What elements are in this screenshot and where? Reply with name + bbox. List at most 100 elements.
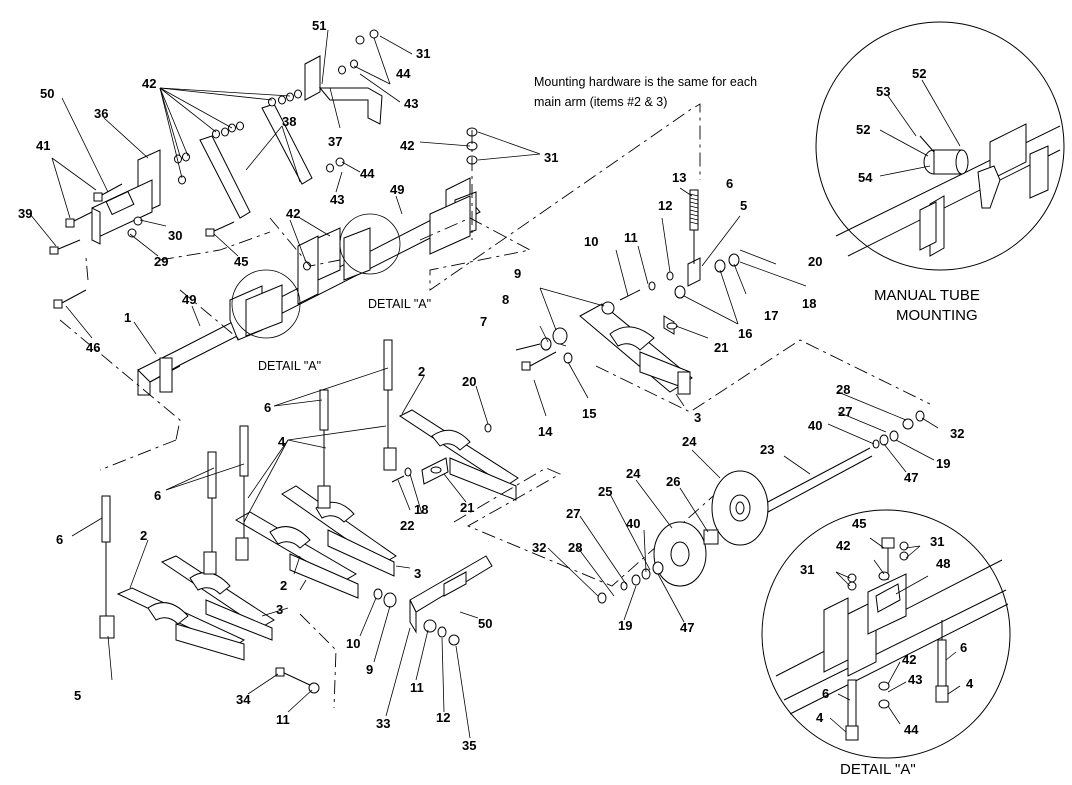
callout-label: 41 (36, 138, 50, 153)
callout-label: 36 (94, 106, 108, 121)
callout-label: 49 (390, 182, 404, 197)
callout-label: 31 (416, 46, 430, 61)
center-arm (515, 189, 931, 413)
manual-tube-title-1: MANUAL TUBE (874, 287, 980, 304)
inset-circle-bottom (761, 509, 1011, 759)
callout-label: 33 (376, 716, 390, 731)
detail-a-circle-upper (339, 213, 401, 275)
callout-label: 23 (760, 442, 774, 457)
callout-label: 28 (836, 382, 850, 397)
callout-label: 6 (960, 640, 967, 655)
note-line-2: main arm (items #2 & 3) (534, 95, 667, 109)
detail-a-label-upper: DETAIL "A" (368, 297, 431, 311)
callout-label: 11 (410, 680, 424, 695)
callout-label: 43 (908, 672, 922, 687)
callout-label: 6 (56, 532, 63, 547)
callout-label: 21 (460, 500, 474, 515)
detail-a-caption: DETAIL "A" (840, 761, 916, 778)
callout-label: 42 (286, 206, 300, 221)
callout-label: 27 (566, 506, 580, 521)
callout-label: 44 (904, 722, 919, 737)
callout-label: 47 (904, 470, 918, 485)
callout-label: 54 (858, 170, 873, 185)
callout-label: 12 (436, 710, 450, 725)
leaders-upper (29, 29, 541, 355)
inset-circle-top (815, 21, 1065, 271)
spacer-26 (703, 529, 719, 545)
callout-label: 52 (856, 122, 870, 137)
callout-label: 27 (838, 404, 852, 419)
callout-label: 42 (902, 652, 916, 667)
leaders-inset-bottom (829, 537, 961, 733)
bracket-5 (687, 257, 701, 287)
callout-label: 53 (876, 84, 890, 99)
callout-label: 16 (738, 326, 752, 341)
callout-label: 9 (366, 662, 373, 677)
callout-label: 50 (478, 616, 492, 631)
callout-label: 9 (514, 266, 521, 281)
upper-frame (49, 29, 701, 441)
callout-numbers: 51 31 44 43 42 50 36 41 38 37 42 31 44 4… (18, 18, 974, 753)
callout-label: 17 (764, 308, 778, 323)
callout-label: 6 (264, 400, 271, 415)
callout-label: 11 (624, 230, 638, 245)
callout-label: 49 (182, 292, 196, 307)
callout-label: 4 (278, 434, 286, 449)
wheel-assembly (597, 410, 925, 604)
tube-end-plate (159, 357, 173, 393)
plate-50-upper (105, 190, 135, 216)
callout-label: 7 (480, 314, 487, 329)
callout-label: 31 (930, 534, 944, 549)
callout-label: 3 (414, 566, 421, 581)
link-arm-left (199, 135, 251, 219)
leaders-inset-top (879, 79, 961, 177)
manual-tube-inset (815, 21, 1065, 271)
callout-label: 12 (658, 198, 672, 213)
callout-label: 15 (582, 406, 596, 421)
leaders-wheel (547, 391, 939, 623)
callout-label: 31 (800, 562, 814, 577)
callout-label: 3 (276, 602, 283, 617)
callout-label: 34 (236, 692, 251, 707)
callout-label: 43 (330, 192, 344, 207)
callout-label: 5 (74, 688, 81, 703)
callout-label: 5 (740, 198, 747, 213)
callout-label: 19 (618, 618, 632, 633)
callout-label: 25 (598, 484, 612, 499)
callout-label: 46 (86, 340, 100, 355)
callout-label: 43 (404, 96, 418, 111)
leaders-lower-left (71, 367, 489, 739)
leaders-center (533, 187, 807, 417)
detail-a-circle-lower (231, 269, 301, 339)
callout-label: 13 (672, 170, 686, 185)
callout-label: 14 (538, 424, 553, 439)
callout-label: 45 (234, 254, 248, 269)
callout-label: 2 (418, 364, 425, 379)
callout-label: 6 (822, 686, 829, 701)
callout-label: 11 (276, 712, 290, 727)
callout-label: 47 (680, 620, 694, 635)
callout-label: 10 (584, 234, 598, 249)
callout-label: 8 (502, 292, 509, 307)
callout-label: 6 (726, 176, 733, 191)
callout-label: 32 (950, 426, 964, 441)
callout-label: 3 (694, 410, 701, 425)
callout-label: 1 (124, 310, 131, 325)
callout-label: 6 (154, 488, 161, 503)
callout-label: 24 (682, 434, 697, 449)
callout-label: 44 (360, 166, 375, 181)
callout-label: 37 (328, 134, 342, 149)
callout-label: 42 (836, 538, 850, 553)
callout-label: 21 (714, 340, 728, 355)
note-line-1: Mounting hardware is the same for each (534, 75, 757, 89)
manual-tube-title-2: MOUNTING (896, 307, 978, 324)
callout-label: 38 (282, 114, 296, 129)
callout-label: 45 (852, 516, 866, 531)
callout-label: 42 (400, 138, 414, 153)
callout-label: 24 (626, 466, 641, 481)
callout-label: 2 (140, 528, 147, 543)
callout-label: 52 (912, 66, 926, 81)
callout-label: 50 (40, 86, 54, 101)
